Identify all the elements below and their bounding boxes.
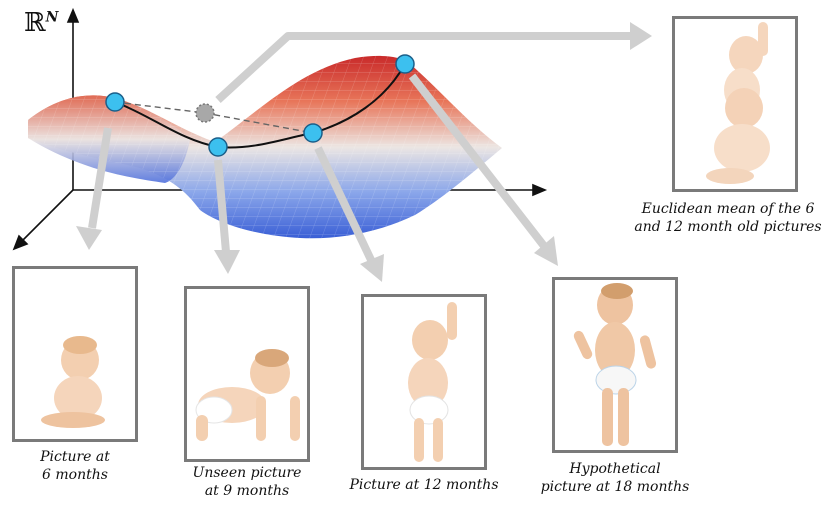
caption-6-months-line1: Picture at xyxy=(12,448,138,466)
caption-9-months-line1: Unseen picture xyxy=(174,464,320,482)
space-label-rn: ℝN xyxy=(24,8,58,38)
caption-12-months: Picture at 12 months xyxy=(344,476,504,494)
caption-euclidean-mean: Euclidean mean of the 6 and 12 month old… xyxy=(632,200,824,236)
z-axis-arrowhead xyxy=(68,10,78,22)
caption-euclidean-line1: Euclidean mean of the 6 xyxy=(632,200,824,218)
caption-6-months-line2: 6 months xyxy=(12,466,138,484)
arrowhead-6-months xyxy=(76,226,102,250)
point-18-months xyxy=(396,55,414,73)
point-6-months xyxy=(106,93,124,111)
caption-18-months-line2: picture at 18 months xyxy=(540,478,690,496)
frame-6-months xyxy=(12,266,138,442)
euclidean-mean-frame xyxy=(672,16,798,192)
frame-9-months xyxy=(184,286,310,462)
arrowhead-9-months xyxy=(214,250,240,274)
point-9-months xyxy=(209,138,227,156)
caption-18-months: Hypothetical picture at 18 months xyxy=(540,460,690,496)
caption-18-months-line1: Hypothetical xyxy=(540,460,690,478)
point-12-months xyxy=(304,124,322,142)
point-euclidean-mean xyxy=(196,104,214,122)
x-axis-arrowhead xyxy=(533,185,545,195)
caption-9-months: Unseen picture at 9 months xyxy=(174,464,320,500)
y-axis xyxy=(20,190,73,243)
frame-18-months xyxy=(552,277,678,453)
caption-6-months: Picture at 6 months xyxy=(12,448,138,484)
caption-12-months-line1: Picture at 12 months xyxy=(344,476,504,494)
frame-12-months xyxy=(361,294,487,470)
caption-euclidean-line2: and 12 month old pictures xyxy=(632,218,824,236)
arrowhead-euclidean xyxy=(630,22,652,50)
caption-9-months-line2: at 9 months xyxy=(174,482,320,500)
